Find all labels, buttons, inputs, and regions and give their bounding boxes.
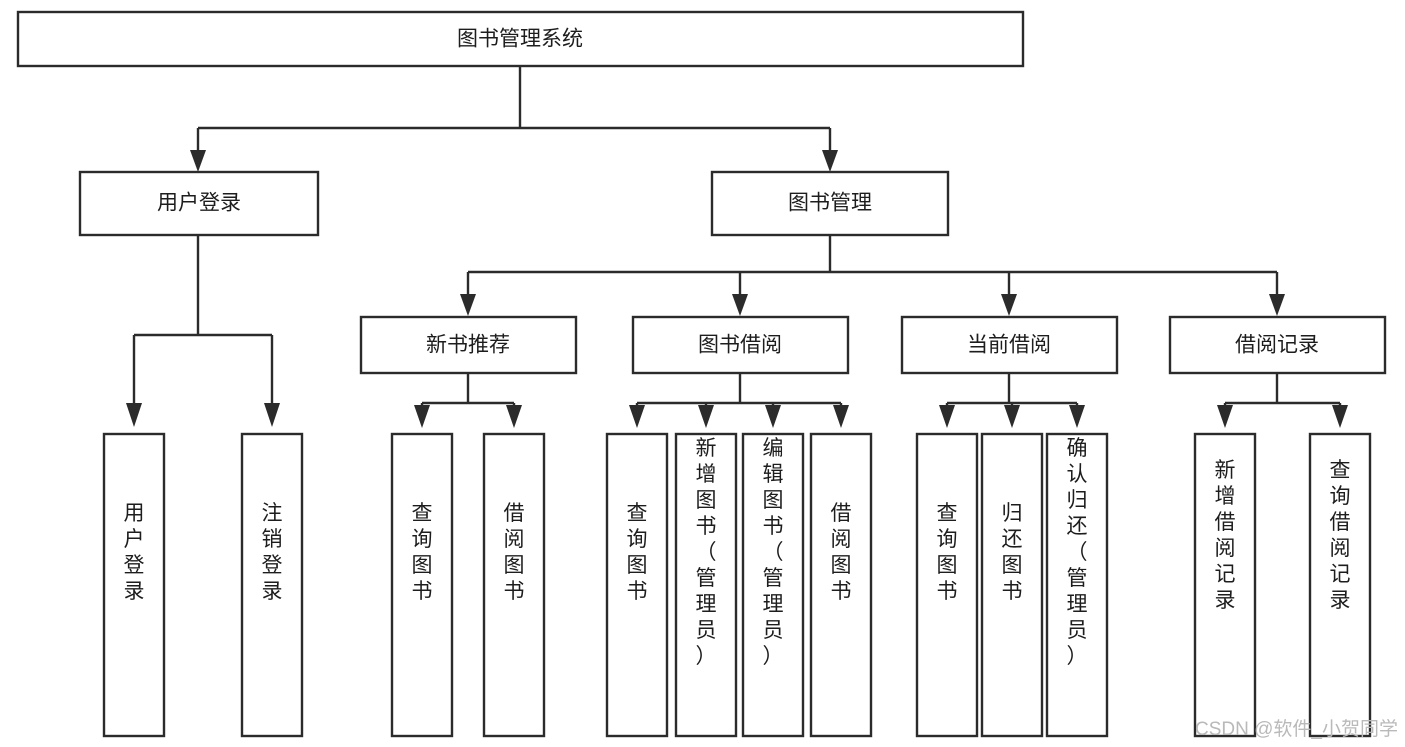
- node-leaf-query-book-2[interactable]: 查询图书: [605, 432, 669, 738]
- node-leaf-confirm-return-label: 确认归还（管理员）: [1067, 437, 1088, 668]
- node-leaf-confirm-return[interactable]: 确认归还（管理员）: [1045, 432, 1109, 738]
- node-leaf-add-record[interactable]: 新增借阅记录: [1193, 432, 1257, 738]
- node-leaf-query-record[interactable]: 查询借阅记录: [1308, 432, 1372, 738]
- arrow-head-leaf-edit-book: [765, 405, 781, 428]
- node-current-borrow[interactable]: 当前借阅: [900, 315, 1119, 375]
- arrow-head-leaf-return-book: [1004, 405, 1020, 428]
- arrow-head-borrow-record: [1269, 294, 1285, 316]
- node-borrow-record[interactable]: 借阅记录: [1168, 315, 1387, 375]
- node-borrow-record-label: 借阅记录: [1235, 334, 1319, 357]
- arrow-head-leaf-add-book: [698, 405, 714, 428]
- node-leaf-edit-book-label: 编辑图书（管理员）: [763, 437, 784, 668]
- node-leaf-query-book-2-box[interactable]: [605, 432, 669, 738]
- node-current-borrow-label: 当前借阅: [967, 334, 1051, 357]
- node-leaf-borrow-book-1[interactable]: 借阅图书: [482, 432, 546, 738]
- node-leaf-query-record-label: 查询借阅记录: [1330, 459, 1351, 612]
- arrow-head-book-manage: [822, 150, 838, 172]
- node-book-manage[interactable]: 图书管理: [710, 170, 950, 237]
- arrow-head-leaf-query-book-2: [629, 405, 645, 428]
- arrow-head-leaf-query-book-3: [939, 405, 955, 428]
- node-leaf-borrow-book-1-box[interactable]: [482, 432, 546, 738]
- node-new-book-recommend-box[interactable]: [359, 315, 578, 375]
- arrow-head-current-borrow: [1001, 294, 1017, 316]
- connector-group-borrow-record: [1217, 373, 1348, 428]
- node-leaf-user-login-box[interactable]: [102, 432, 166, 738]
- connector-group-current-borrow: [939, 373, 1085, 428]
- node-new-book-recommend-label: 新书推荐: [426, 334, 510, 357]
- node-leaf-add-record-box[interactable]: [1193, 432, 1257, 738]
- node-user-login-box[interactable]: [78, 170, 320, 237]
- node-leaf-add-book-box[interactable]: [674, 432, 738, 738]
- node-leaf-confirm-return-box[interactable]: [1045, 432, 1109, 738]
- node-leaf-return-book-label: 归还图书: [1002, 502, 1023, 603]
- node-book-manage-label: 图书管理: [788, 192, 872, 215]
- node-book-borrow[interactable]: 图书借阅: [631, 315, 850, 375]
- node-leaf-add-record-label: 新增借阅记录: [1215, 459, 1236, 612]
- node-leaf-user-logout-label: 注销登录: [262, 502, 283, 603]
- arrow-head-new-book-recommend: [460, 294, 476, 316]
- node-leaf-return-book[interactable]: 归还图书: [980, 432, 1044, 738]
- node-leaf-user-logout-box[interactable]: [240, 432, 304, 738]
- node-leaf-edit-book[interactable]: 编辑图书（管理员）: [741, 432, 805, 738]
- node-leaf-query-book-1[interactable]: 查询图书: [390, 432, 454, 738]
- node-book-borrow-label: 图书借阅: [698, 334, 782, 357]
- arrow-head-user-login: [190, 150, 206, 172]
- node-leaf-query-record-box[interactable]: [1308, 432, 1372, 738]
- node-leaf-query-book-2-label: 查询图书: [627, 502, 648, 603]
- node-leaf-user-login-label: 用户登录: [124, 502, 145, 603]
- arrow-head-leaf-confirm-return: [1069, 405, 1085, 428]
- node-leaf-query-book-3-label: 查询图书: [937, 502, 958, 603]
- node-user-login-label: 用户登录: [157, 192, 241, 215]
- node-leaf-add-book-label: 新增图书（管理员）: [696, 437, 717, 668]
- node-root-box[interactable]: [16, 10, 1025, 68]
- node-leaf-user-login[interactable]: 用户登录: [102, 432, 166, 738]
- node-book-borrow-box[interactable]: [631, 315, 850, 375]
- arrow-head-leaf-borrow-book-1: [506, 405, 522, 428]
- node-root-label: 图书管理系统: [457, 28, 583, 51]
- node-leaf-add-book[interactable]: 新增图书（管理员）: [674, 432, 738, 738]
- arrow-head-leaf-user-login: [126, 403, 142, 427]
- connector-group-book-manage: [460, 235, 1285, 316]
- node-leaf-borrow-book-2-label: 借阅图书: [831, 502, 852, 603]
- node-user-login[interactable]: 用户登录: [78, 170, 320, 237]
- arrow-head-leaf-query-record: [1332, 405, 1348, 428]
- node-new-book-recommend[interactable]: 新书推荐: [359, 315, 578, 375]
- node-root[interactable]: 图书管理系统: [16, 10, 1025, 68]
- node-leaf-user-logout[interactable]: 注销登录: [240, 432, 304, 738]
- arrow-head-book-borrow: [732, 294, 748, 316]
- connector-group-book-borrow: [629, 373, 849, 428]
- node-leaf-query-book-3-box[interactable]: [915, 432, 979, 738]
- arrow-head-leaf-user-logout: [264, 403, 280, 427]
- node-leaf-edit-book-box[interactable]: [741, 432, 805, 738]
- node-leaf-return-book-box[interactable]: [980, 432, 1044, 738]
- node-leaf-borrow-book-2[interactable]: 借阅图书: [809, 432, 873, 738]
- arrow-head-leaf-borrow-book-2: [833, 405, 849, 428]
- node-leaf-borrow-book-2-box[interactable]: [809, 432, 873, 738]
- arrow-head-leaf-add-record: [1217, 405, 1233, 428]
- node-borrow-record-box[interactable]: [1168, 315, 1387, 375]
- node-leaf-query-book-1-box[interactable]: [390, 432, 454, 738]
- connector-group-user-login: [126, 235, 280, 427]
- watermark-label: CSDN @软件_小贺同学: [1195, 718, 1398, 740]
- node-current-borrow-box[interactable]: [900, 315, 1119, 375]
- node-leaf-query-book-1-label: 查询图书: [412, 502, 433, 603]
- arrow-head-leaf-query-book-1: [414, 405, 430, 428]
- node-book-manage-box[interactable]: [710, 170, 950, 237]
- connector-group-root: [190, 66, 838, 172]
- node-leaf-borrow-book-1-label: 借阅图书: [504, 502, 525, 603]
- node-leaf-query-book-3[interactable]: 查询图书: [915, 432, 979, 738]
- connector-group-new-book-recommend: [414, 373, 522, 428]
